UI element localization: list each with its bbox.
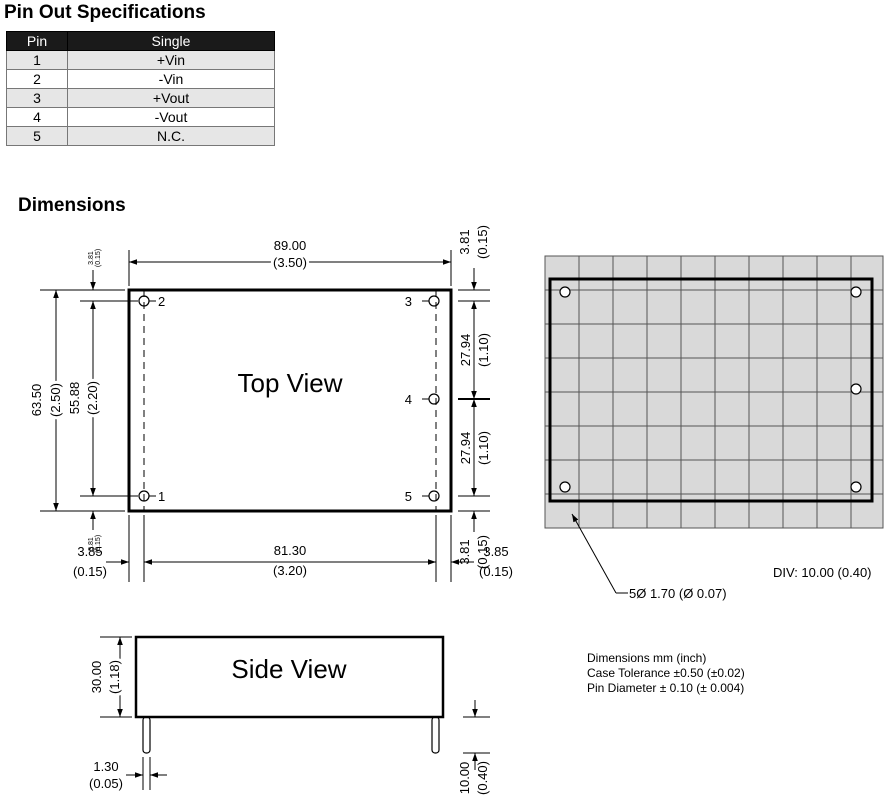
dim-height-outer-inch: (2.50) [48, 383, 63, 417]
grid-pin-hole [850, 383, 862, 395]
table-header-row: Pin Single [6, 31, 275, 51]
pin-hole [428, 295, 440, 307]
dim-right-bottom: 3.81 [457, 539, 472, 564]
grid-pin-hole [559, 481, 571, 493]
side-view-label: Side View [231, 654, 346, 684]
pin-label-3: 3 [405, 294, 412, 309]
top-view-label: Top View [237, 368, 342, 398]
pin-number: 3 [6, 88, 68, 108]
dim-right-top-inch: (0.15) [475, 225, 490, 259]
dim-width-top-inch: (3.50) [273, 255, 307, 270]
grid-pin-hole [850, 481, 862, 493]
page-title: Pin Out Specifications [4, 2, 206, 23]
pin-function: -Vin [67, 69, 275, 89]
side-view [100, 635, 490, 790]
dim-right-bottom-inch: (0.15) [475, 535, 490, 569]
dim-margin-right-inch: (0.15) [479, 564, 513, 579]
column-header-single: Single [67, 31, 275, 51]
column-header-pin: Pin [6, 31, 68, 51]
note-case-tolerance: Case Tolerance ±0.50 (±0.02) [587, 666, 745, 680]
dim-width-bottom-inch: (3.20) [273, 563, 307, 578]
dim-right-seg1: 27.94 [458, 334, 473, 367]
pin-function: N.C. [67, 126, 275, 146]
table-row: 3 +Vout [6, 88, 275, 108]
pin-hole [428, 490, 440, 502]
note-pin-diameter: Pin Diameter ± 0.10 (± 0.004) [587, 681, 744, 695]
dimensions-heading: Dimensions [18, 195, 126, 216]
side-view-outline [134, 635, 445, 719]
dim-height-inner: 55.88 [67, 382, 82, 415]
grid-module-outline [548, 277, 874, 503]
pin-label-1: 1 [158, 489, 165, 504]
dim-offset-bottom-inch: (0.15) [95, 535, 102, 553]
dim-height-outer: 63.50 [29, 384, 44, 417]
dim-pin-width: 1.30 [93, 759, 118, 774]
dim-right-seg2-inch: (1.10) [476, 431, 491, 465]
div-label: DIV: 10.00 (0.40) [773, 565, 872, 580]
pin-hole [428, 393, 440, 405]
pin-label-2: 2 [158, 294, 165, 309]
dim-offset-top: 3.81 [88, 251, 95, 265]
hole-leader-line [571, 513, 617, 594]
table-row: 5 N.C. [6, 126, 275, 146]
table-row: 2 -Vin [6, 69, 275, 89]
dim-side-height-inch: (1.18) [107, 660, 122, 694]
dim-side-height: 30.00 [89, 661, 104, 694]
pinout-table: Pin Single 1 +Vin 2 -Vin 3 +Vout 4 -Vout… [6, 31, 275, 146]
dim-pin-length-inch: (0.40) [475, 761, 490, 795]
dim-offset-bottom: 3.81 [88, 537, 95, 551]
dim-right-seg2: 27.94 [458, 432, 473, 465]
dim-margin-left-inch: (0.15) [73, 564, 107, 579]
pin-number: 5 [6, 126, 68, 146]
dim-right-seg1-inch: (1.10) [476, 333, 491, 367]
top-view [40, 250, 490, 582]
dim-width-top: 89.00 [274, 238, 307, 253]
dim-right-top: 3.81 [457, 229, 472, 254]
side-view-pin [142, 716, 151, 754]
grid-pin-hole [850, 286, 862, 298]
dim-pin-length: 10.00 [457, 762, 472, 795]
dim-margin-left: 3.85 [77, 544, 102, 559]
dim-width-bottom: 81.30 [274, 543, 307, 558]
pin-label-4: 4 [405, 392, 412, 407]
dim-height-inner-inch: (2.20) [85, 381, 100, 415]
top-view-outline [127, 288, 453, 513]
note-units: Dimensions mm (inch) [587, 651, 706, 665]
grid-view [544, 255, 884, 594]
dim-margin-right: 3.85 [483, 544, 508, 559]
dim-offset-top-inch: (0.15) [95, 249, 102, 267]
side-view-pin [431, 716, 440, 754]
grid-pin-hole [559, 286, 571, 298]
dim-pin-width-inch: (0.05) [89, 776, 123, 791]
hole-label: 5Ø 1.70 (Ø 0.07) [629, 586, 727, 601]
pin-label-5: 5 [405, 489, 412, 504]
